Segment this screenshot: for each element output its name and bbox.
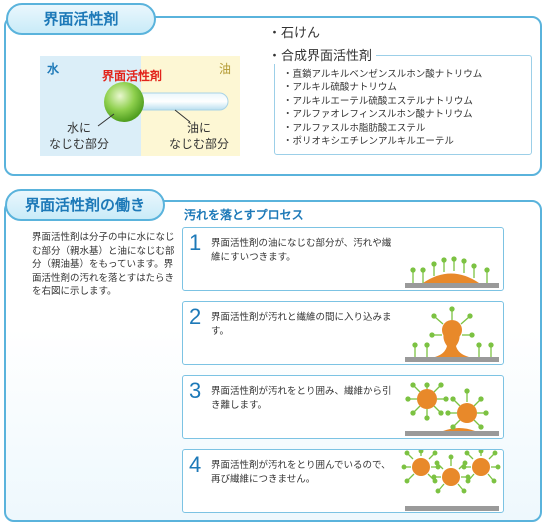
step-3-illustration [405, 382, 499, 436]
step-number: 2 [189, 304, 202, 329]
process-step-1: 1 界面活性剤の油になじむ部分が、汚れや繊維にすいつきます。 [182, 227, 504, 291]
soap-label: ・石けん [268, 26, 321, 41]
surfactant-description: 界面活性剤は分子の中に水になじむ部分（親水基）と油になじむ部分（親油基）をもって… [32, 232, 175, 297]
step-text: 界面活性剤が汚れをとり囲み、繊維から引き離します。 [211, 386, 392, 411]
list-item: ・アルキル硫酸ナトリウム [283, 82, 397, 94]
step-2-illustration [405, 306, 499, 362]
process-title: 汚れを落とすプロセス [184, 208, 304, 222]
oil-label: 油 [219, 62, 232, 76]
surfactant-heading: 界面活性剤 [6, 3, 156, 35]
list-item: ・直鎖アルキルベンゼンスルホン酸ナトリウム [283, 69, 483, 80]
step-number: 3 [189, 378, 202, 403]
list-item: ・アルファオレフィンスルホン酸ナトリウム [283, 109, 473, 121]
process-step-3: 3 界面活性剤が汚れをとり囲み、繊維から引き離します。 [182, 375, 504, 439]
step-1-illustration [405, 256, 499, 288]
water-label: 水 [47, 62, 60, 76]
synthetic-surfactant-label: ・合成界面活性剤 [268, 45, 377, 64]
hydrophilic-label: 水に なじむ部分 [49, 121, 110, 151]
step-text: 界面活性剤が汚れをとり囲んでいるので、再び繊維につきません。 [211, 460, 391, 485]
process-step-4: 4 界面活性剤が汚れをとり囲んでいるので、再び繊維につきません。 [182, 449, 504, 513]
surfactant-label: 界面活性剤 [102, 69, 163, 83]
step-4-illustration [401, 450, 501, 511]
step-number: 4 [189, 452, 202, 477]
synthetic-surfactant-list: ・直鎖アルキルベンゼンスルホン酸ナトリウム ・アルキル硫酸ナトリウム ・アルキル… [274, 55, 532, 155]
step-number: 1 [189, 230, 202, 255]
lipophilic-label: 油に なじむ部分 [169, 121, 230, 151]
surfactant-molecule-illustration [97, 82, 229, 127]
list-item: ・アルファスルホ脂肪酸エステル [283, 122, 426, 134]
surfactant-diagram: 水 油 界面活性剤 水に なじむ部分 油に なじむ部分 [40, 56, 240, 156]
step-text: 界面活性剤が汚れと繊維の間に入り込みます。 [211, 312, 392, 337]
step-text: 界面活性剤の油になじむ部分が、汚れや繊維にすいつきます。 [211, 238, 392, 263]
list-item: ・アルキルエーテル硫酸エステルナトリウム [283, 95, 473, 107]
list-item: ・ポリオキシエチレンアルキルエーテル [283, 136, 454, 148]
process-step-2: 2 界面活性剤が汚れと繊維の間に入り込みます。 [182, 301, 504, 365]
surfactant-action-heading: 界面活性剤の働き [5, 189, 165, 221]
